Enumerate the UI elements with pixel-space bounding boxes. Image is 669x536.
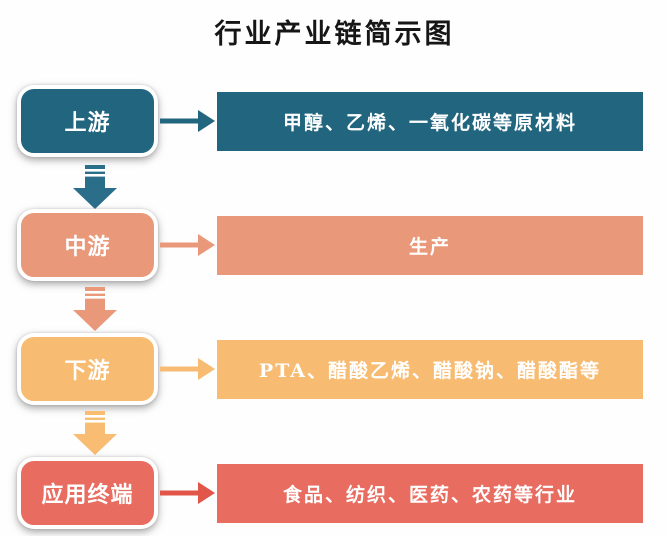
chain-row-terminal: 应用终端 食品、纺织、医药、农药等行业 [17,457,643,529]
stage-node-downstream: 下游 [17,333,158,405]
right-arrow-icon [158,232,217,258]
right-arrow-icon [158,356,217,382]
stage-bar-upstream: 甲醇、乙烯、一氧化碳等原材料 [217,91,643,151]
stage-node-upstream: 上游 [17,85,158,157]
page-title: 行业产业链简示图 [214,19,455,50]
chain-row-midstream: 中游 生产 [17,209,643,281]
stage-bar-terminal: 食品、纺织、医药、农药等行业 [217,463,643,523]
stage-node-midstream: 中游 [17,209,158,281]
down-arrow-icon [70,165,120,209]
stage-bar-downstream: PTA、醋酸乙烯、醋酸钠、醋酸酯等 [217,339,643,399]
right-arrow-icon [158,108,217,134]
chain-row-upstream: 上游 甲醇、乙烯、一氧化碳等原材料 [17,85,643,157]
stage-node-terminal: 应用终端 [17,457,158,529]
stage-bar-midstream: 生产 [217,215,643,275]
chain-row-downstream: 下游 PTA、醋酸乙烯、醋酸钠、醋酸酯等 [17,333,643,405]
down-arrow-icon [70,287,120,331]
down-arrow-icon [70,411,120,455]
right-arrow-icon [158,480,217,506]
